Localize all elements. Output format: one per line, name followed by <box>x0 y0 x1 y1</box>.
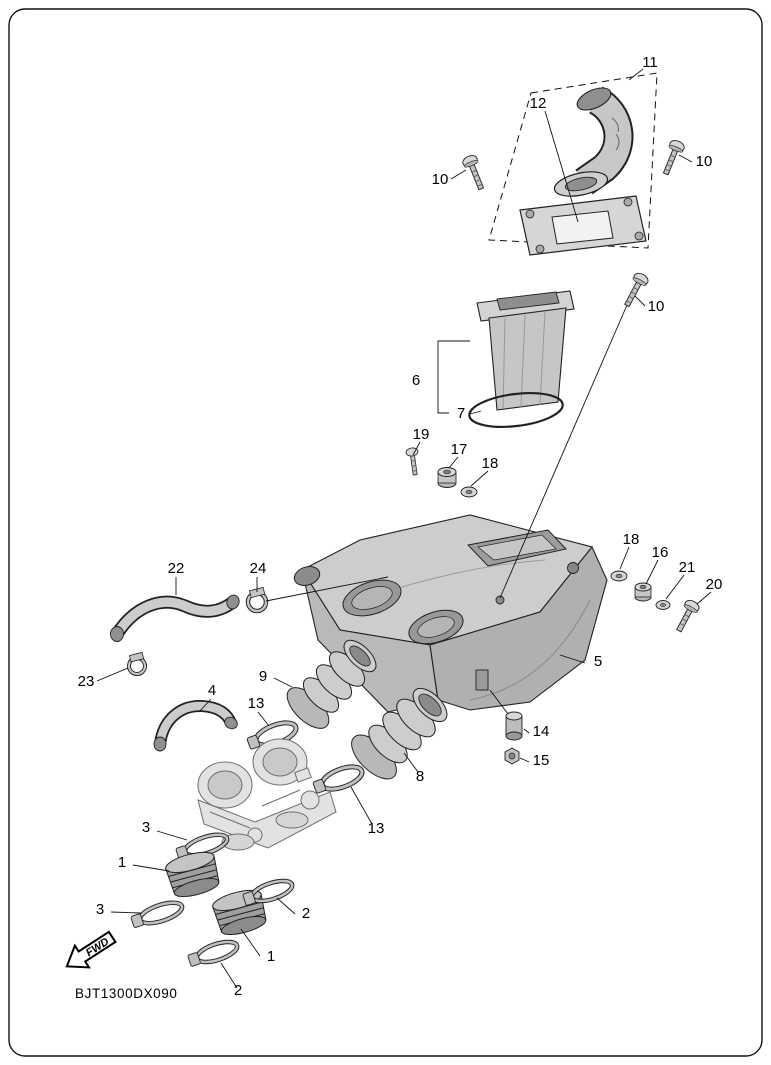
diagram-code: BJT1300DX090 <box>75 986 178 1001</box>
callout-17: 17 <box>451 441 468 458</box>
o-ring <box>468 392 564 428</box>
callout-20: 20 <box>706 576 723 593</box>
fwd-arrow: FWD <box>65 930 117 969</box>
clamp-2-upper <box>242 878 295 906</box>
callout-13-upper: 13 <box>248 695 265 712</box>
hose-4 <box>153 700 238 752</box>
page-border <box>8 8 763 1057</box>
clamp-23 <box>127 651 147 676</box>
nut-15 <box>504 747 520 765</box>
callout-10-mid: 10 <box>648 298 665 315</box>
callout-4: 4 <box>208 682 216 699</box>
washer-21 <box>655 600 671 610</box>
callout-3-upper: 3 <box>142 819 150 836</box>
callout-1-upper: 1 <box>118 854 126 871</box>
air-funnel-joint <box>476 290 575 411</box>
bolt-20 <box>676 599 700 633</box>
callout-22: 22 <box>168 560 185 577</box>
joint-1-upper <box>165 851 220 898</box>
callout-18-upper: 18 <box>482 455 499 472</box>
intake-boot-8 <box>351 687 448 780</box>
callout-14: 14 <box>533 723 550 740</box>
sub-assembly-dashed-outline <box>488 72 658 249</box>
leader-lines <box>96 68 712 989</box>
throttle-body-assembly <box>197 738 337 851</box>
callout-2-lower: 2 <box>234 982 242 999</box>
callout-1-lower: 1 <box>267 948 275 965</box>
callout-8: 8 <box>416 768 424 785</box>
callout-24: 24 <box>250 560 267 577</box>
callout-5: 5 <box>594 653 602 670</box>
callout-15: 15 <box>533 752 550 769</box>
bolt-10-right <box>662 140 685 176</box>
callout-19: 19 <box>413 426 430 443</box>
callout-6: 6 <box>412 372 420 389</box>
callout-7: 7 <box>457 405 465 422</box>
washer-18-upper <box>460 486 478 498</box>
callout-10-left: 10 <box>432 171 449 188</box>
duct-mounting-plate <box>519 195 647 256</box>
callout-10-right: 10 <box>696 153 713 170</box>
callout-2-upper: 2 <box>302 905 310 922</box>
clamp-24 <box>245 586 269 614</box>
callout-11: 11 <box>642 54 658 71</box>
bolt-19 <box>405 447 419 476</box>
callout-3-lower: 3 <box>96 901 104 918</box>
callout-labels: 11 12 10 10 10 6 7 19 17 18 18 16 21 20 … <box>78 54 723 999</box>
callout-21: 21 <box>679 559 696 576</box>
washer-18-right <box>610 570 628 582</box>
bolt-10-left <box>462 155 485 191</box>
callout-12: 12 <box>530 95 547 112</box>
grommet-16 <box>634 582 652 602</box>
grommet-17 <box>437 467 457 488</box>
joint-1-lower <box>212 889 267 936</box>
airbox-case <box>293 514 608 713</box>
bolt-10-middle <box>624 272 649 308</box>
breather-hose-22 <box>110 594 240 642</box>
spacer-14 <box>505 711 523 741</box>
air-duct-elbow <box>553 86 634 197</box>
callout-23: 23 <box>78 673 95 690</box>
callout-18-right: 18 <box>623 531 640 548</box>
clamp-3-lower <box>130 900 185 928</box>
intake-boot-9 <box>286 639 377 729</box>
clamp-2-lower <box>187 939 240 967</box>
callout-13-lower: 13 <box>368 820 385 837</box>
clamp-13-lower <box>312 764 365 794</box>
callout-16: 16 <box>652 544 669 561</box>
callout-9: 9 <box>259 668 267 685</box>
